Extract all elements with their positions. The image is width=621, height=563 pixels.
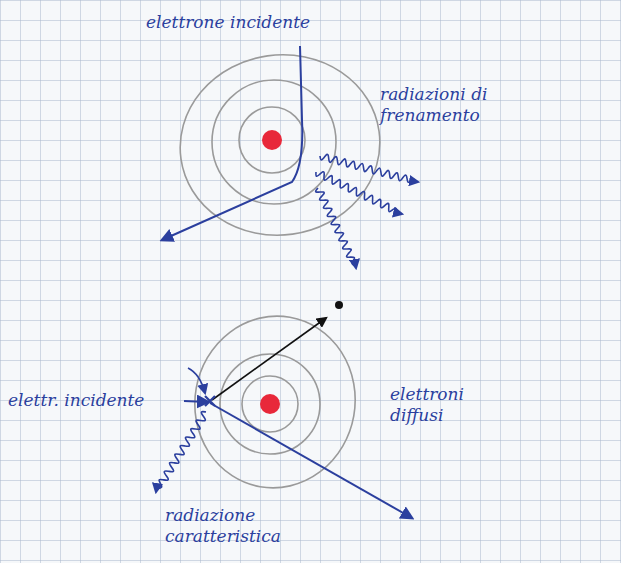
electron-path — [184, 401, 208, 402]
atom — [168, 42, 391, 248]
ejected-electron-path — [212, 318, 326, 400]
annotation-label: elettroni diffusi — [390, 384, 500, 426]
electron-path — [162, 46, 302, 240]
vacancy-mark — [205, 396, 215, 406]
wave — [320, 154, 418, 182]
electron-path — [210, 403, 412, 518]
characteristic-wave — [156, 412, 206, 492]
annotation-label: elettrone incidente — [146, 12, 310, 33]
wave — [156, 412, 206, 492]
annotation-label: elettr. incidente — [8, 390, 144, 411]
bremsstrahlung-waves — [316, 154, 418, 268]
ejected-electron — [335, 301, 343, 309]
atom — [181, 303, 368, 500]
annotation-label: radiazione caratteristica — [165, 505, 345, 547]
wave — [316, 188, 356, 268]
transition-arrow — [188, 368, 205, 393]
annotation-label: radiazioni di frenamento — [380, 84, 530, 126]
